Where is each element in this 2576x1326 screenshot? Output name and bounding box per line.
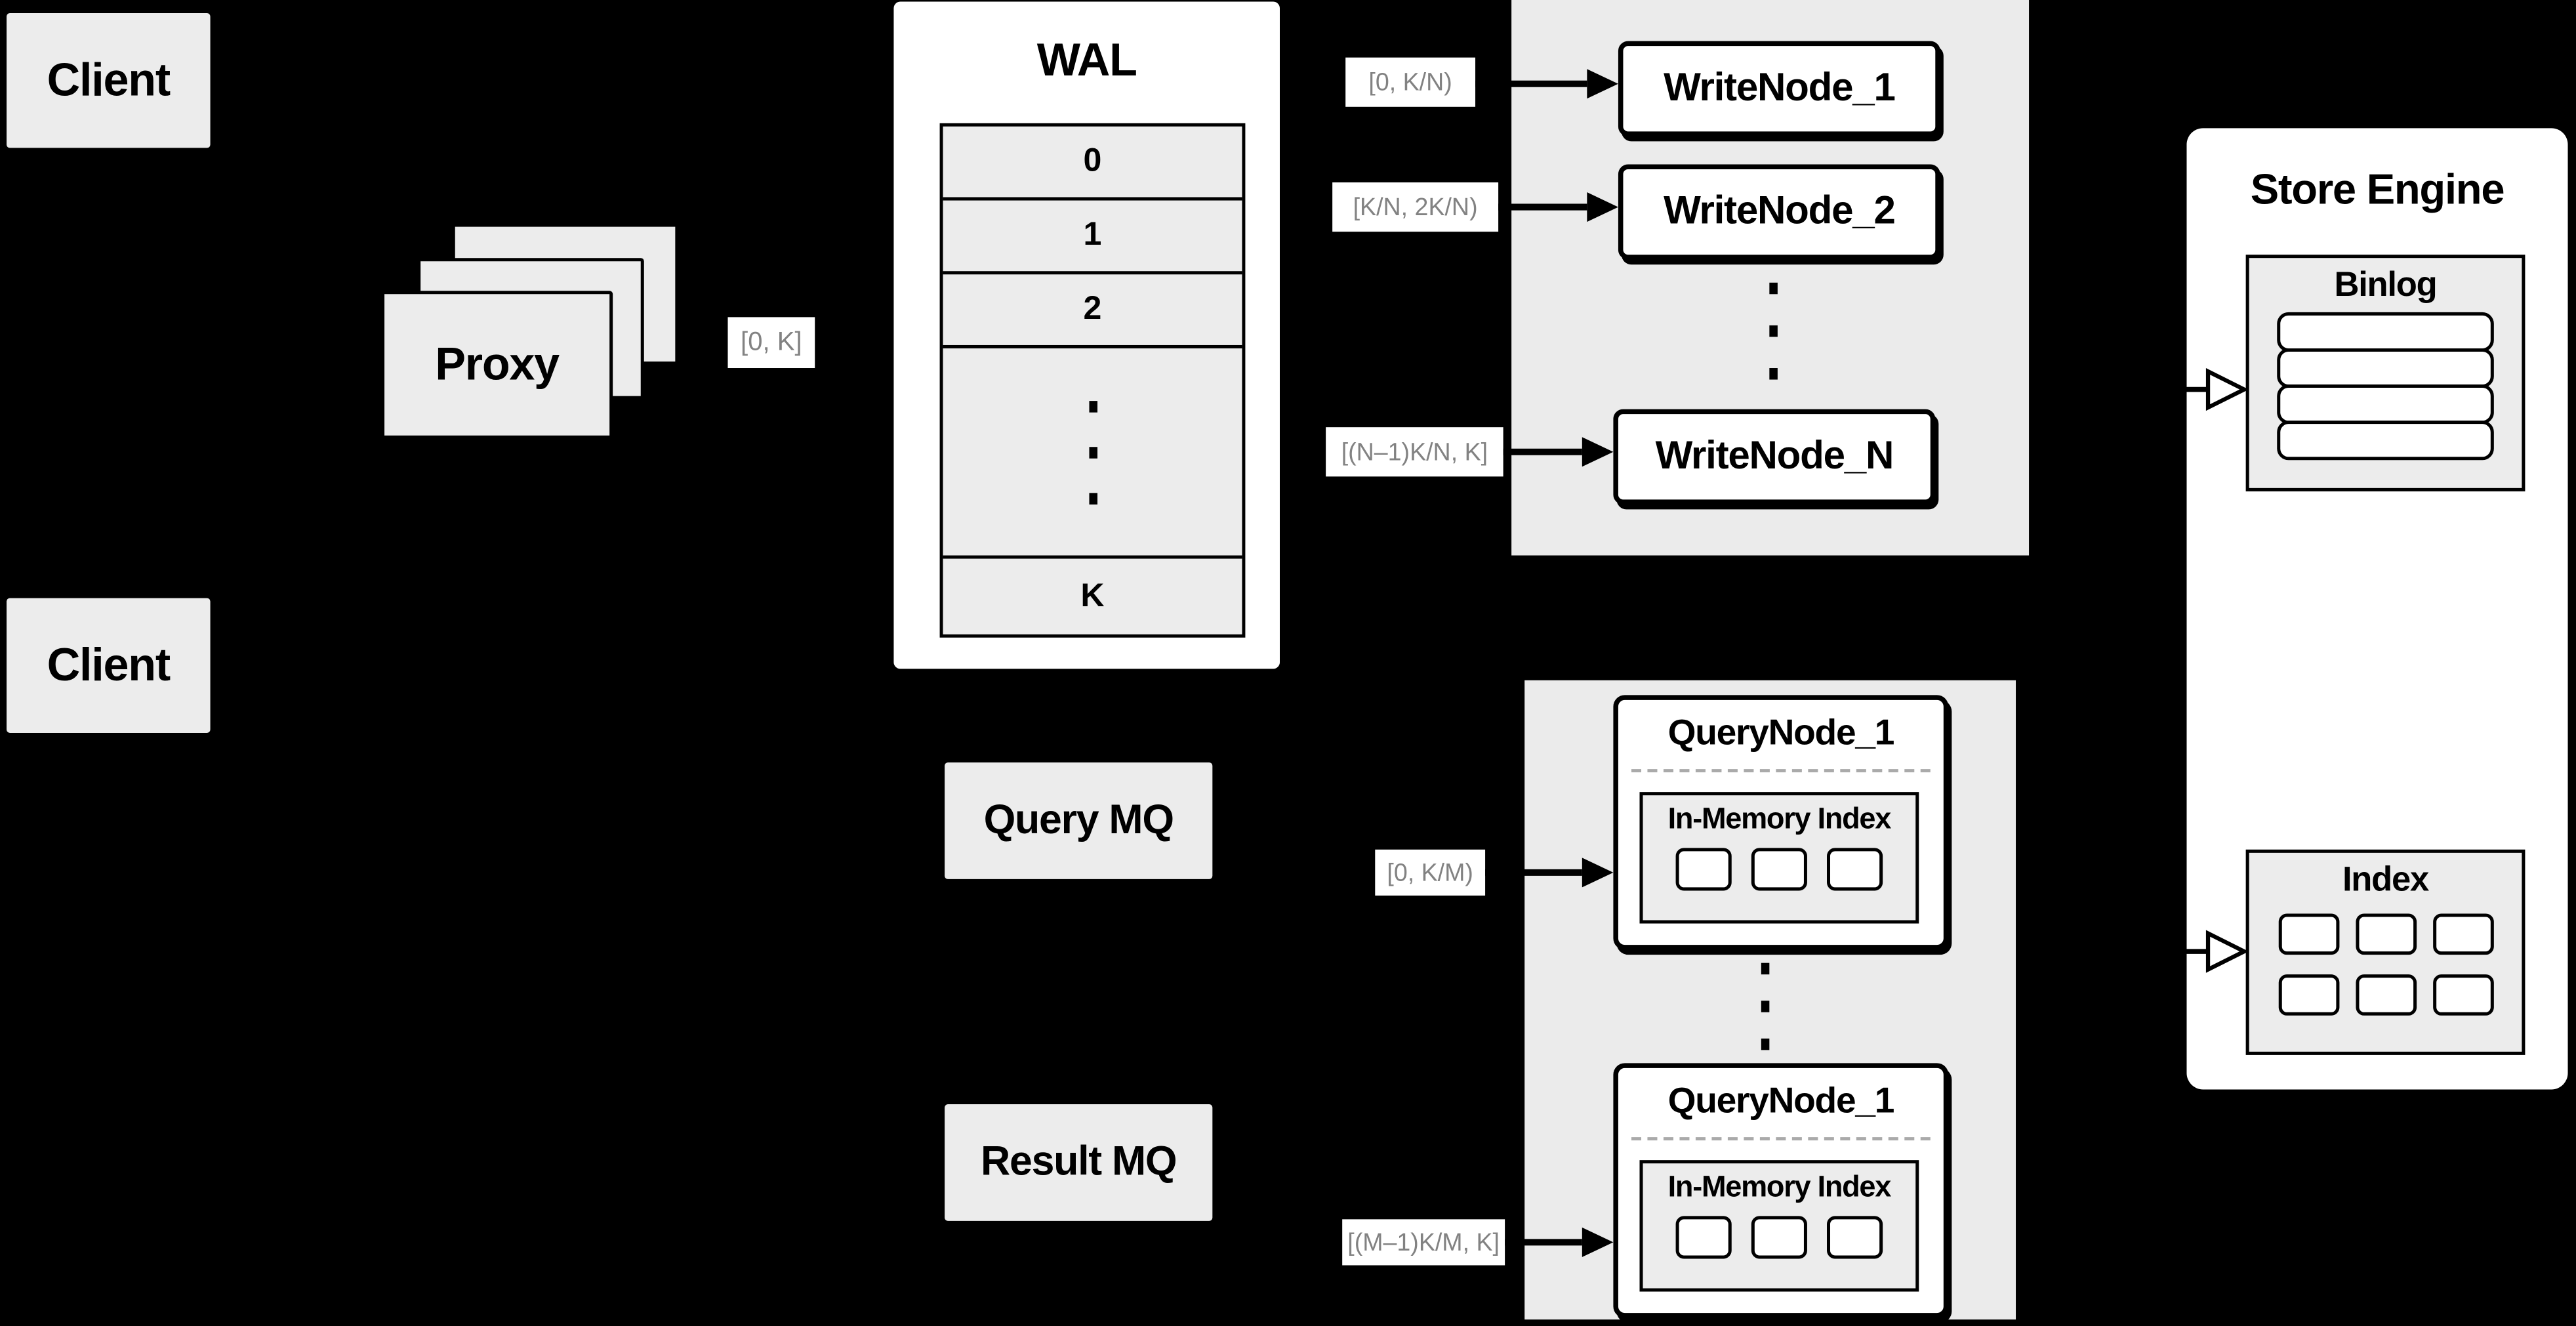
wal-segment-table: 0 1 2 K xyxy=(939,123,1246,638)
proxy-label: Proxy xyxy=(435,338,560,390)
index-box: Index xyxy=(2245,849,2525,1055)
index-segment xyxy=(2355,913,2416,955)
ingest-range-label: [0, K] xyxy=(727,317,815,369)
binlog-title: Binlog xyxy=(2334,266,2437,304)
inmemory-index-top-box: In-Memory Index xyxy=(1639,792,1919,924)
write-range-n-text: [(N–1)K/N, K] xyxy=(1341,438,1488,466)
index-segment xyxy=(2278,913,2339,955)
query-node-bottom-label: QueryNode_1 xyxy=(1667,1079,1895,1121)
binlog-rows xyxy=(2249,312,2522,461)
dashed-divider xyxy=(1631,769,1931,773)
memory-segment xyxy=(1675,848,1732,891)
query-mq-box: Query MQ xyxy=(945,762,1213,879)
client-top-box: Client xyxy=(7,13,211,148)
inmemory-segments xyxy=(1643,1216,1916,1259)
query-node-bottom-box: QueryNode_1 In-Memory Index xyxy=(1613,1063,1949,1318)
query-range-top-text: [0, K/M) xyxy=(1387,858,1473,887)
wal-segment-2: 2 xyxy=(1083,291,1102,327)
result-mq-box: Result MQ xyxy=(945,1104,1213,1221)
binlog-row xyxy=(2277,384,2494,425)
memory-segment xyxy=(1827,848,1883,891)
store-engine-box: Store Engine Binlog Index xyxy=(2186,128,2568,1090)
query-node-top-box: QueryNode_1 In-Memory Index xyxy=(1613,695,1949,950)
binlog-row xyxy=(2277,421,2494,461)
memory-segment xyxy=(1751,1216,1807,1259)
inmemory-index-bottom-box: In-Memory Index xyxy=(1639,1160,1919,1292)
wal-segment-k: K xyxy=(1080,577,1105,614)
index-grid xyxy=(2249,913,2522,1016)
index-row xyxy=(2278,913,2493,955)
index-row xyxy=(2278,974,2493,1016)
memory-segment xyxy=(1827,1216,1883,1259)
index-segment xyxy=(2432,913,2493,955)
wal-title: WAL xyxy=(1036,34,1137,86)
wal-segment-row: 2 xyxy=(943,271,1242,345)
index-title: Index xyxy=(2342,861,2429,899)
binlog-box: Binlog xyxy=(2245,255,2525,491)
client-bottom-label: Client xyxy=(47,639,171,690)
query-node-top-label: QueryNode_1 xyxy=(1667,711,1895,753)
write-range-1-label: [0, K/N) xyxy=(1345,57,1476,107)
index-segment xyxy=(2432,974,2493,1016)
memory-segment xyxy=(1751,848,1807,891)
proxy-card-front: Proxy xyxy=(381,291,613,439)
client-bottom-box: Client xyxy=(7,598,211,734)
write-node-2-box: WriteNode_2 xyxy=(1618,164,1940,260)
vertical-ellipsis-icon xyxy=(1088,400,1097,504)
client-top-label: Client xyxy=(47,54,171,106)
write-range-1-text: [0, K/N) xyxy=(1368,68,1452,96)
inmemory-segments xyxy=(1643,848,1916,891)
vertical-ellipsis-icon xyxy=(1769,282,1778,380)
wal-segment-row: 1 xyxy=(943,197,1242,272)
index-segment xyxy=(2355,974,2416,1016)
result-mq-label: Result MQ xyxy=(981,1138,1177,1185)
binlog-row xyxy=(2277,312,2494,352)
write-node-2-label: WriteNode_2 xyxy=(1664,189,1896,234)
write-node-1-label: WriteNode_1 xyxy=(1664,66,1896,110)
wal-segment-row: 0 xyxy=(943,126,1242,197)
write-node-n-label: WriteNode_N xyxy=(1655,434,1894,478)
inmemory-index-bottom-title: In-Memory Index xyxy=(1667,1170,1892,1203)
inmemory-index-top-title: In-Memory Index xyxy=(1667,802,1892,835)
wal-segment-row: K xyxy=(943,555,1242,634)
ingest-range-text: [0, K] xyxy=(741,327,802,356)
memory-segment xyxy=(1675,1216,1732,1259)
wal-segment-1: 1 xyxy=(1083,217,1102,253)
write-range-2-label: [K/N, 2K/N) xyxy=(1332,182,1499,232)
index-segment xyxy=(2278,974,2339,1016)
vertical-ellipsis-icon xyxy=(1761,963,1770,1050)
write-node-n-box: WriteNode_N xyxy=(1613,409,1936,505)
wal-segment-0: 0 xyxy=(1083,142,1102,179)
dashed-divider xyxy=(1631,1137,1931,1141)
store-engine-title: Store Engine xyxy=(2250,164,2505,214)
query-mq-label: Query MQ xyxy=(983,797,1174,843)
binlog-row xyxy=(2277,348,2494,388)
query-range-bottom-text: [(M–1)K/M, K] xyxy=(1347,1228,1500,1256)
query-range-top-label: [0, K/M) xyxy=(1375,849,1486,896)
write-node-1-box: WriteNode_1 xyxy=(1618,41,1940,136)
wal-ellipsis-row xyxy=(943,344,1242,556)
wal-box: WAL 0 1 2 K xyxy=(893,1,1280,669)
query-range-bottom-label: [(M–1)K/M, K] xyxy=(1342,1219,1505,1266)
write-range-n-label: [(N–1)K/N, K] xyxy=(1326,427,1503,477)
write-range-2-text: [K/N, 2K/N) xyxy=(1353,193,1478,221)
